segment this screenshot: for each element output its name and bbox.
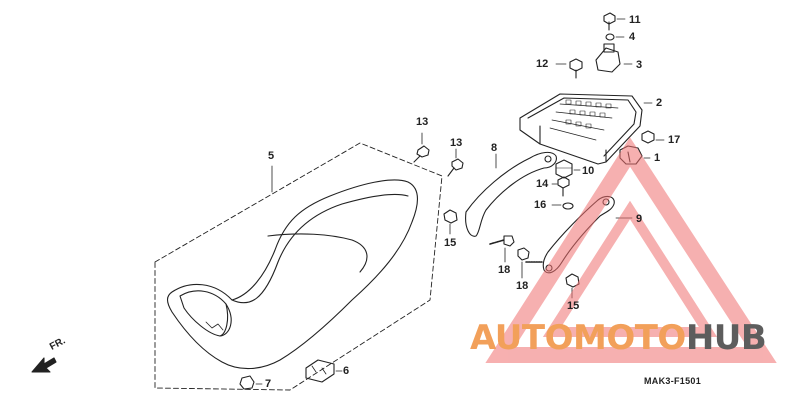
- label-part-8: 8: [491, 142, 498, 154]
- seat-assembly-outline: [154, 142, 443, 391]
- label-part-12: 12: [536, 58, 549, 70]
- bolt-13-right: [447, 158, 464, 177]
- watermark-part-2: MOTO: [572, 318, 686, 358]
- label-part-6: 6: [343, 365, 350, 377]
- label-part-11: 11: [629, 14, 641, 26]
- seat: [166, 179, 419, 370]
- label-part-17: 17: [668, 134, 681, 146]
- grab-rail-left: [465, 151, 557, 237]
- label-part-18-a: 18: [498, 264, 511, 276]
- label-part-18-b: 18: [516, 280, 529, 292]
- label-part-3: 3: [636, 59, 643, 71]
- bolt-18-a: [489, 235, 515, 247]
- watermark-part-1: AUTO: [470, 318, 573, 358]
- watermark-triangle-icon: [485, 137, 777, 363]
- front-direction-arrow-icon: [31, 357, 57, 373]
- bolt-14: [557, 176, 570, 197]
- seat-bracket: [305, 359, 335, 383]
- bolt-12: [569, 58, 583, 79]
- bolt-18-b: [517, 247, 543, 263]
- cap-17: [641, 130, 655, 144]
- label-part-7: 7: [265, 378, 272, 390]
- label-part-5: 5: [268, 150, 275, 162]
- label-part-9: 9: [636, 213, 643, 225]
- label-part-16: 16: [534, 199, 547, 211]
- label-part-15-right: 15: [567, 300, 580, 312]
- spacer-10: [555, 159, 573, 179]
- nut-4: [605, 33, 615, 41]
- seat-stopper: [239, 375, 255, 390]
- washer-16: [562, 202, 574, 210]
- label-part-13-left: 13: [416, 116, 429, 128]
- watermark-logo: AUTOMOTOHUB: [470, 318, 767, 358]
- label-part-2: 2: [656, 97, 663, 109]
- label-part-1: 1: [654, 152, 661, 164]
- carrier-mount: [595, 43, 621, 73]
- collar-15-left: [443, 209, 458, 224]
- label-part-10: 10: [582, 165, 595, 177]
- diagram-code: MAK3-F1501: [644, 376, 702, 386]
- rear-carrier: [519, 93, 643, 165]
- label-part-15-left: 15: [444, 237, 457, 249]
- label-part-13-right: 13: [450, 137, 463, 149]
- watermark-part-3: HUB: [685, 318, 767, 358]
- bolt-13-left: [413, 145, 430, 163]
- label-part-4: 4: [629, 31, 636, 43]
- label-part-14: 14: [536, 178, 549, 190]
- bolt-11: [603, 12, 616, 31]
